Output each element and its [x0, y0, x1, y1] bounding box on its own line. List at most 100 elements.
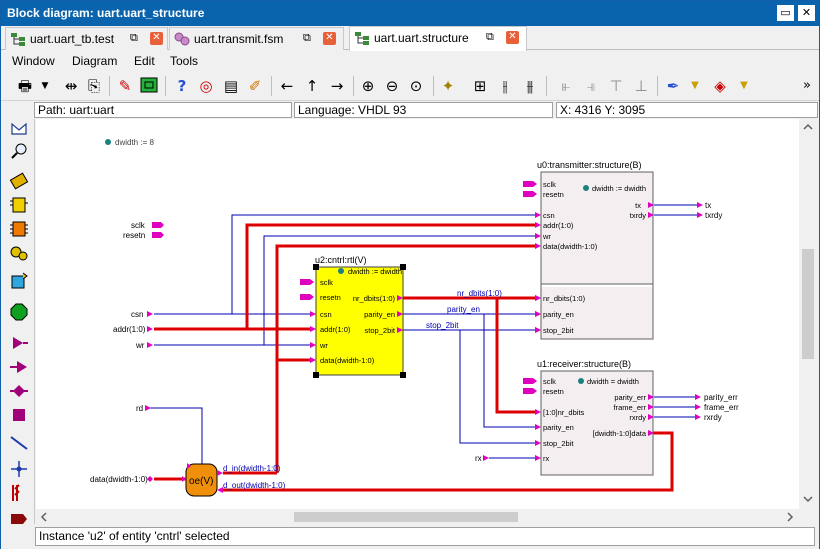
- select-arrow-icon[interactable]: [9, 119, 29, 139]
- menu-edit[interactable]: Edit: [134, 54, 155, 68]
- left-toolbar: [1, 119, 35, 524]
- port-label: wr: [542, 232, 551, 241]
- port-label: resetn: [320, 293, 341, 302]
- buffer-port-icon[interactable]: [9, 405, 29, 425]
- zoom-history-icon[interactable]: ◎: [196, 76, 216, 96]
- chevron-down-icon[interactable]: ▼: [685, 76, 705, 96]
- path-field: Path: uart:uart: [34, 102, 292, 118]
- align-blocks-icon[interactable]: ⊞: [470, 76, 490, 96]
- u2-cntrl-block[interactable]: u2:cntrl:rtl(V) dwidth := dwidth sclk re…: [300, 255, 406, 378]
- net-label: stop_2bit: [426, 321, 459, 330]
- menu-diagram[interactable]: Diagram: [72, 54, 117, 68]
- close-tab-icon[interactable]: ✕: [323, 32, 336, 45]
- zoom-fit-icon[interactable]: ⊙: [406, 76, 426, 96]
- arrow-right-icon[interactable]: →: [327, 76, 347, 96]
- octagon-icon[interactable]: [9, 302, 29, 322]
- oe-process-block[interactable]: oe(V): [182, 463, 223, 496]
- vertical-scrollbar[interactable]: [799, 119, 817, 509]
- port-label: [1:0]nr_dbits: [543, 408, 585, 417]
- symbol-icon[interactable]: [9, 195, 29, 215]
- selection-handle[interactable]: [313, 372, 319, 378]
- u0-transmitter-block[interactable]: u0:transmitter:structure(B) dwidth := dw…: [523, 160, 654, 339]
- copy-page-icon[interactable]: ⎘: [84, 76, 104, 96]
- print-icon[interactable]: 🖶: [15, 76, 35, 96]
- close-tab-icon[interactable]: ✕: [150, 32, 163, 45]
- port-label: rxrdy: [629, 413, 646, 422]
- port-label: resetn: [123, 231, 145, 240]
- vertical-scroll-thumb: [802, 249, 814, 359]
- scroll-down-icon: [804, 497, 812, 501]
- align-top-icon[interactable]: ⊤: [606, 76, 626, 96]
- port-label: nr_dbits(1:0): [543, 294, 586, 303]
- pin-icon[interactable]: ⧉: [303, 31, 311, 45]
- gears-icon[interactable]: [9, 243, 29, 263]
- port-label: tx: [705, 201, 711, 210]
- wand-icon[interactable]: ✦: [438, 76, 458, 96]
- horizontal-scrollbar-graphic[interactable]: [36, 509, 799, 525]
- process-icon[interactable]: [9, 271, 29, 291]
- highlight-icon[interactable]: ✎: [115, 76, 135, 96]
- pen-color-icon[interactable]: ✒: [663, 76, 683, 96]
- chevron-down-icon[interactable]: ▼: [35, 76, 55, 96]
- top-right-ports: tx txrdy parity_err frame_err rxrdy: [654, 201, 739, 422]
- canvas-icon[interactable]: [139, 76, 159, 96]
- horizontal-scrollbar[interactable]: [36, 509, 799, 525]
- port-label: parity_err: [704, 393, 738, 402]
- out-port-icon[interactable]: [9, 357, 29, 377]
- close-window-button[interactable]: ✕: [798, 5, 815, 21]
- align-right-icon[interactable]: ⫣: [581, 76, 601, 96]
- coords-field: X: 4316 Y: 3095: [556, 102, 818, 118]
- fsm-icon: [174, 32, 190, 46]
- bus-split-icon[interactable]: ⫲: [495, 76, 515, 96]
- goto-port-icon[interactable]: ⇹: [61, 76, 81, 96]
- diagram-canvas[interactable]: dwidth := 8: [36, 119, 799, 509]
- port-label: stop_2bit: [543, 326, 574, 335]
- arrow-up-icon[interactable]: ↑: [302, 76, 322, 96]
- minimize-button[interactable]: ▭: [777, 5, 794, 21]
- selection-handle[interactable]: [313, 264, 319, 270]
- zoom-in-icon[interactable]: ⊕: [358, 76, 378, 96]
- pin-icon[interactable]: ⧉: [130, 31, 138, 45]
- u1-receiver-block[interactable]: u1:receiver:structure(B) dwidth = dwidth…: [523, 359, 654, 475]
- scroll-up-icon: [804, 125, 812, 129]
- port-label: sclk: [543, 377, 556, 386]
- pin-icon[interactable]: ⧉: [486, 30, 494, 44]
- port-label: csn: [320, 310, 332, 319]
- selection-handle[interactable]: [400, 372, 406, 378]
- junction-icon[interactable]: [9, 459, 29, 479]
- zoom-out-icon[interactable]: ⊖: [382, 76, 402, 96]
- menu-tools[interactable]: Tools: [170, 54, 198, 68]
- tab-uart-uart-structure[interactable]: uart.uart.structure ⧉ ✕: [349, 26, 527, 51]
- block-generic: dwidth := dwidth: [592, 184, 646, 193]
- edit-icon[interactable]: ✐: [245, 76, 265, 96]
- chevron-down-icon[interactable]: ▼: [734, 76, 754, 96]
- component-icon[interactable]: [9, 171, 29, 191]
- in-port-icon[interactable]: [9, 333, 29, 353]
- document-icon[interactable]: ▤: [221, 76, 241, 96]
- arrow-left-icon[interactable]: ←: [277, 76, 297, 96]
- inout-port-icon[interactable]: [9, 381, 29, 401]
- bus-icon[interactable]: [9, 483, 29, 503]
- menu-bar: Window Diagram Edit Tools: [1, 51, 819, 71]
- align-left-icon[interactable]: ⫦: [556, 76, 576, 96]
- fill-color-icon[interactable]: ◈: [710, 76, 730, 96]
- port-label: stop_2bit: [543, 439, 574, 448]
- chip-icon[interactable]: [9, 219, 29, 239]
- port-label: wr: [319, 341, 328, 350]
- menu-window[interactable]: Window: [12, 54, 55, 68]
- bus-join-icon[interactable]: ⫵: [520, 76, 540, 96]
- wire-icon[interactable]: [9, 433, 29, 453]
- net-label: d_in(dwidth-1:0): [223, 464, 281, 473]
- magnify-icon[interactable]: [9, 141, 29, 161]
- help-icon[interactable]: ?: [172, 76, 192, 96]
- tab-uart-transmit-fsm[interactable]: uart.transmit.fsm ⧉ ✕: [169, 27, 344, 50]
- tab-label: uart.uart_tb.test: [30, 32, 114, 46]
- close-tab-icon[interactable]: ✕: [506, 31, 519, 44]
- toolbar-overflow-icon[interactable]: »: [797, 76, 817, 96]
- align-bottom-icon[interactable]: ⊥: [631, 76, 651, 96]
- vertical-scrollbar-graphic[interactable]: [799, 119, 817, 509]
- tab-uart-tb-test[interactable]: uart.uart_tb.test ⧉ ✕: [5, 27, 168, 50]
- block-diagram[interactable]: dwidth := 8: [36, 119, 799, 509]
- port-label: sclk: [320, 278, 333, 287]
- top-left-ports: sclk resetn csn addr(1:0) wr rd data(dwi…: [90, 221, 489, 484]
